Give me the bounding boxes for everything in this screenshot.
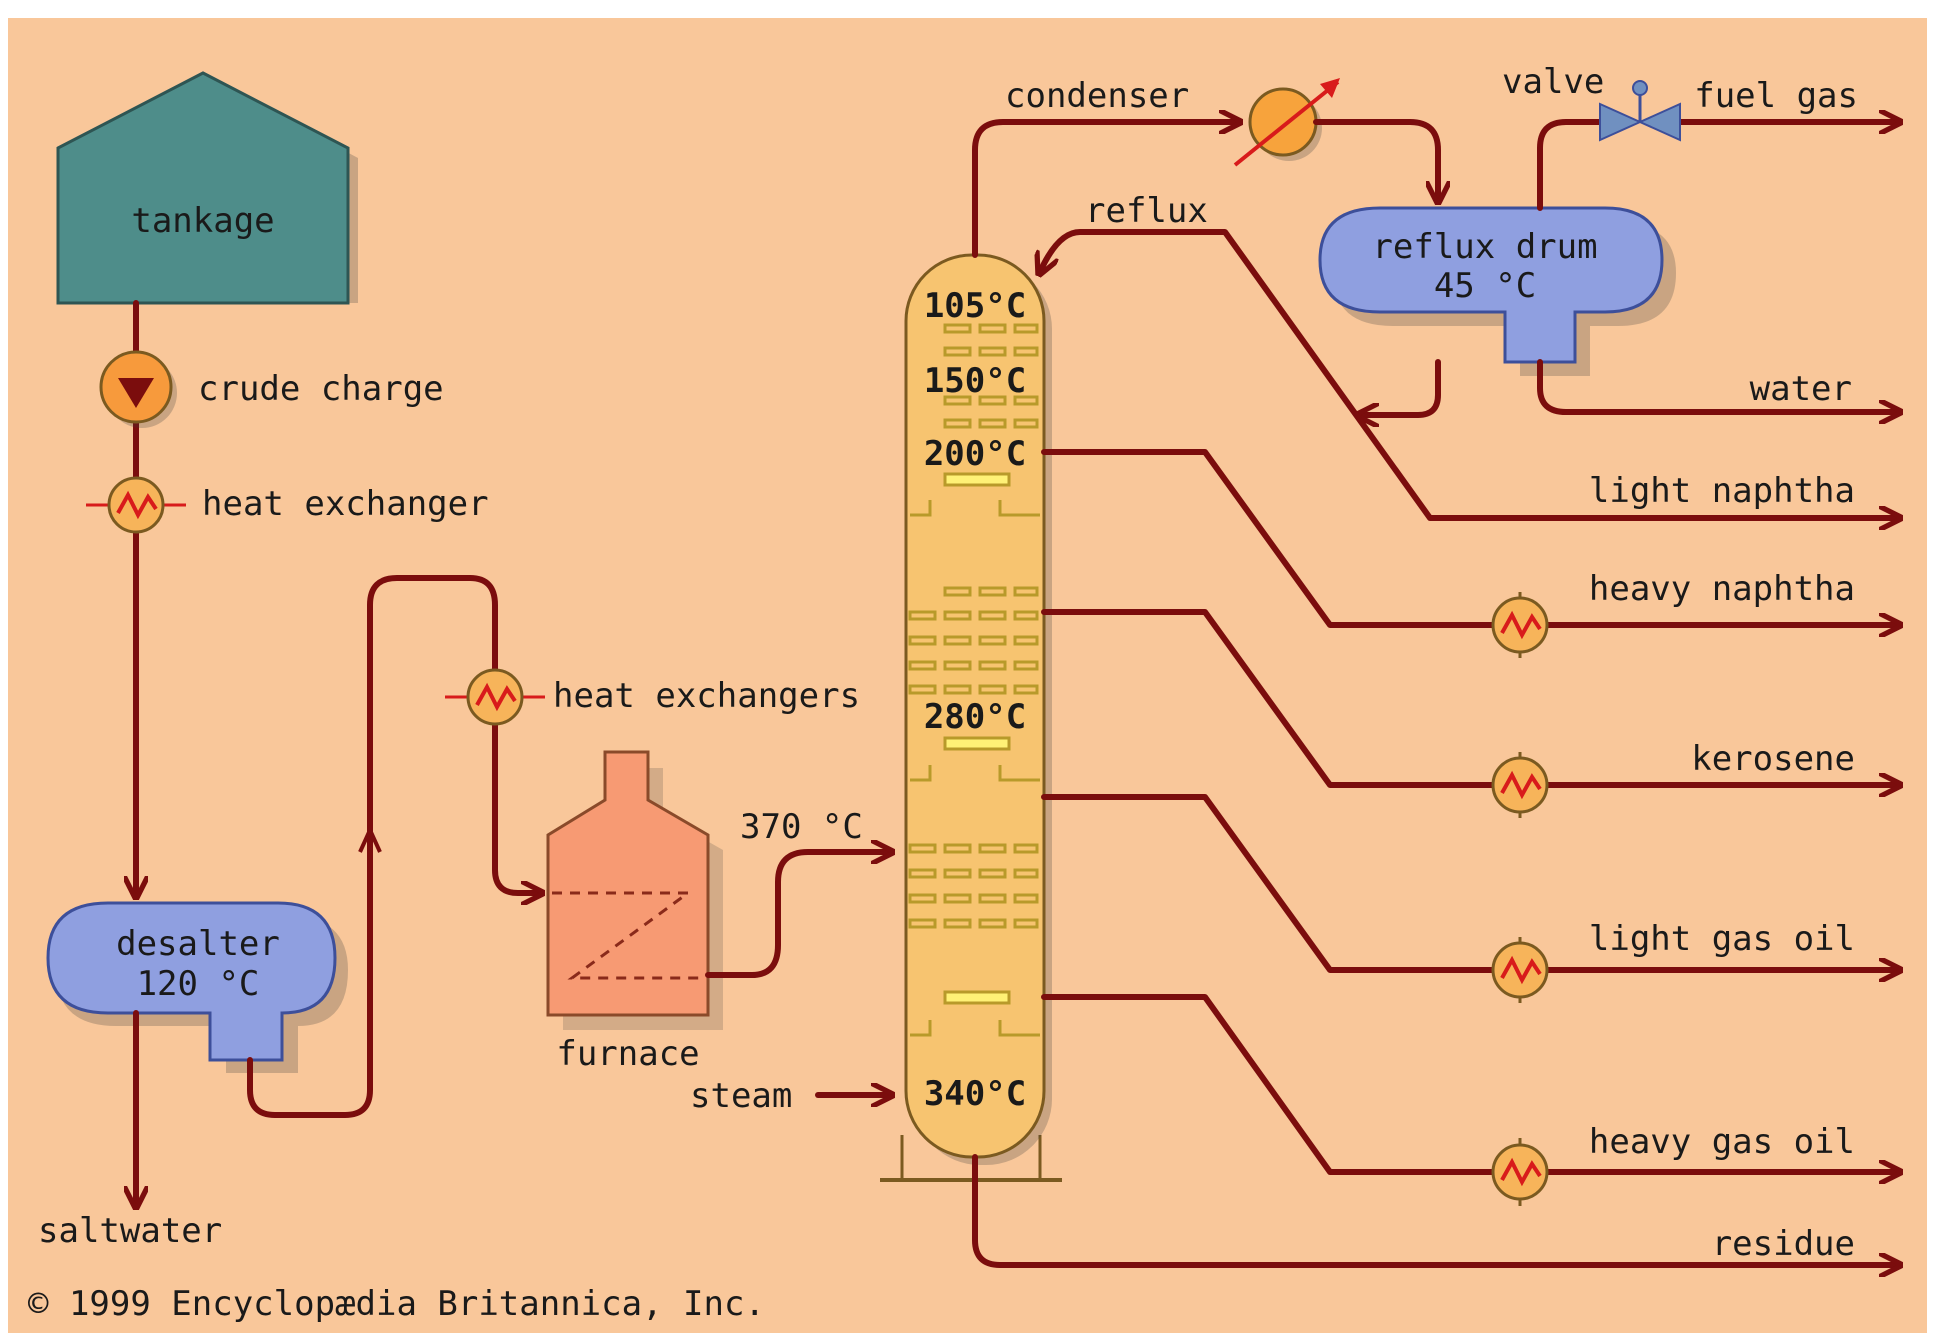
valve-icon <box>1599 80 1681 142</box>
heavy-naphtha-heat-exchanger-icon <box>1491 596 1549 654</box>
desalter-label: desalter <box>116 924 280 964</box>
product-heavy-naphtha: heavy naphtha <box>1589 569 1855 609</box>
reflux-drum-temperature: 45 °C <box>1434 266 1536 306</box>
product-residue: residue <box>1712 1224 1855 1264</box>
furnace <box>546 750 723 1030</box>
desalter-vessel <box>46 901 348 1073</box>
column-temperature: 150°C <box>924 361 1026 401</box>
heat-exchanger-icon <box>107 476 165 534</box>
desalter-outlet-line <box>247 575 540 1118</box>
heat-exchanger-label: heat exchanger <box>202 484 489 524</box>
column-temperature-top: 105°C <box>924 286 1026 326</box>
crude-charge-pump <box>99 350 177 428</box>
kerosene-heat-exchanger-icon <box>1491 756 1549 814</box>
flow-arrow <box>358 825 382 853</box>
product-water: water <box>1750 369 1852 409</box>
overhead-vapor-line <box>972 122 1238 258</box>
desalter-temperature: 120 °C <box>137 964 260 1004</box>
tankage-tank <box>56 71 358 305</box>
light-gas-oil-heat-exchanger-icon <box>1491 941 1549 999</box>
column-temperature: 280°C <box>924 697 1026 737</box>
saltwater-label: saltwater <box>38 1211 222 1251</box>
product-light-gas-oil: light gas oil <box>1589 919 1855 959</box>
product-kerosene: kerosene <box>1691 739 1855 779</box>
furnace-label: furnace <box>556 1034 699 1074</box>
heavy-naphtha-line <box>1041 449 1898 625</box>
column-temperature: 200°C <box>924 434 1026 474</box>
residue-line <box>972 1154 1898 1265</box>
furnace-outlet-temperature: 370 °C <box>740 807 863 847</box>
gas-line <box>1537 119 1603 211</box>
product-light-naphtha: light naphtha <box>1589 471 1855 511</box>
condensate-line <box>1313 119 1438 200</box>
condenser <box>1233 78 1340 167</box>
column-trays <box>908 323 1040 1037</box>
reflux-line <box>1040 229 1898 518</box>
heavy-gas-oil-line <box>1041 994 1898 1172</box>
crude-charge-label: crude charge <box>198 369 444 409</box>
column-temperature-bottom: 340°C <box>924 1074 1026 1114</box>
heat-exchangers-label: heat exchangers <box>553 676 860 716</box>
column-support <box>880 1135 1062 1182</box>
heavy-gas-oil-heat-exchanger-icon <box>1491 1143 1549 1201</box>
copyright-notice: © 1999 Encyclopædia Britannica, Inc. <box>28 1284 765 1324</box>
reflux-drum-label: reflux drum <box>1372 227 1597 267</box>
furnace-outlet-line <box>705 852 890 978</box>
product-heavy-gas-oil: heavy gas oil <box>1589 1122 1855 1162</box>
heat-exchangers-icon <box>466 668 524 726</box>
product-fuel-gas: fuel gas <box>1694 76 1858 116</box>
tankage-label: tankage <box>131 201 274 241</box>
condenser-label: condenser <box>1005 76 1189 116</box>
steam-label: steam <box>690 1076 792 1116</box>
light-gas-oil-line <box>1041 794 1898 970</box>
valve-label: valve <box>1502 62 1604 102</box>
reflux-label: reflux <box>1085 191 1208 231</box>
kerosene-line <box>1041 609 1898 785</box>
